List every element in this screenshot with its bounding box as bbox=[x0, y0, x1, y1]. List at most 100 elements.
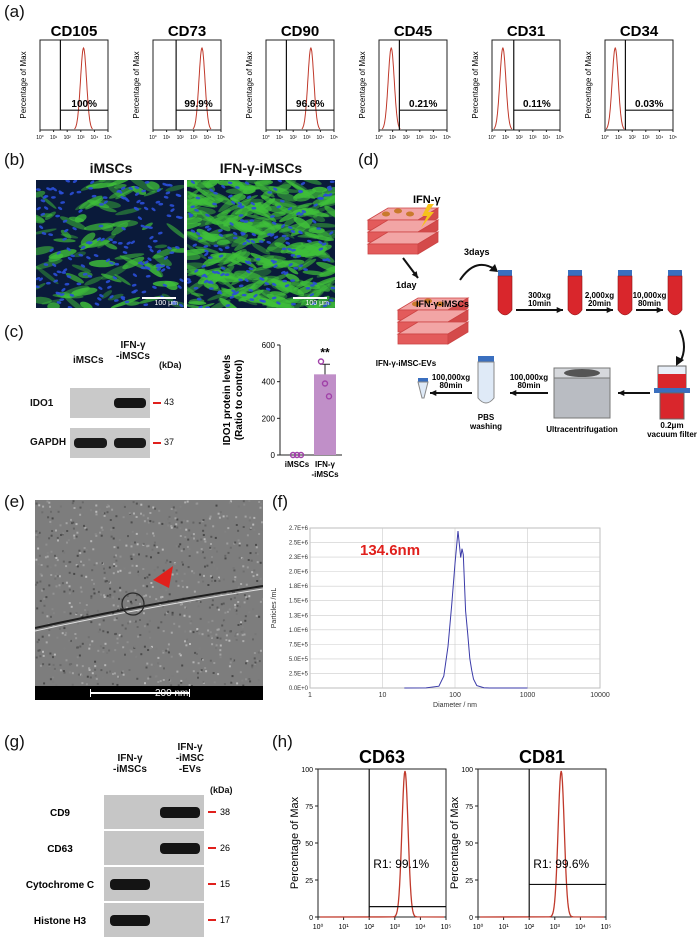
em-grain bbox=[103, 568, 105, 570]
hist-xtick-label: 10² bbox=[403, 135, 411, 140]
em-grain bbox=[88, 667, 90, 669]
nta-xtick-label: 100 bbox=[449, 692, 461, 699]
flow-title-cd81: CD81 bbox=[519, 747, 565, 767]
em-grain bbox=[181, 561, 183, 563]
marker-label-37: 37 bbox=[164, 437, 174, 447]
em-grain bbox=[143, 514, 145, 516]
em-grain bbox=[223, 603, 225, 605]
em-grain bbox=[258, 501, 260, 503]
fluor-left-texture bbox=[36, 180, 184, 308]
em-grain bbox=[192, 522, 194, 524]
em-grain bbox=[140, 653, 142, 655]
arrow-spin2-head bbox=[510, 390, 516, 396]
em-grain bbox=[245, 662, 247, 664]
pbs-label: PBS bbox=[478, 413, 495, 422]
nucleus bbox=[152, 285, 157, 289]
em-grain bbox=[52, 517, 54, 519]
tube-cap bbox=[498, 270, 512, 276]
em-grain bbox=[74, 507, 76, 509]
flow-xtick-label: 10² bbox=[364, 924, 375, 931]
em-grain bbox=[41, 511, 43, 513]
em-grain bbox=[66, 542, 68, 544]
em-grain bbox=[180, 680, 182, 682]
hist-xtick-label: 10¹ bbox=[615, 135, 623, 140]
em-grain bbox=[201, 548, 203, 550]
em-grain bbox=[146, 576, 148, 578]
em-grain bbox=[184, 573, 186, 575]
em-grain bbox=[50, 566, 52, 568]
em-grain bbox=[172, 675, 174, 677]
em-grain bbox=[140, 513, 142, 515]
em-grain bbox=[239, 557, 241, 559]
wb-g-kda-label: 38 bbox=[220, 807, 230, 817]
nucleus bbox=[266, 240, 271, 244]
nta-xtick-label: 1000 bbox=[520, 692, 536, 699]
em-grain bbox=[256, 546, 258, 548]
nta-ytick-label: 7.5E+5 bbox=[289, 642, 309, 648]
hist-pct-cd31: 0.11% bbox=[523, 99, 551, 110]
em-grain bbox=[60, 669, 62, 671]
em-grain bbox=[122, 646, 124, 648]
em-grain bbox=[41, 564, 43, 566]
em-grain bbox=[196, 503, 198, 505]
em-grain bbox=[152, 507, 154, 509]
em-grain bbox=[244, 594, 246, 596]
em-grain bbox=[50, 616, 52, 618]
em-grain bbox=[197, 540, 199, 542]
em-grain bbox=[211, 561, 213, 563]
em-grain bbox=[154, 544, 156, 546]
band-gapdh-ifn bbox=[114, 438, 146, 448]
em-grain bbox=[182, 564, 184, 566]
em-grain bbox=[81, 591, 83, 593]
step-time-0: 10min bbox=[528, 299, 551, 308]
em-grain bbox=[200, 551, 202, 553]
em-grain bbox=[143, 543, 145, 545]
hist-curve bbox=[302, 48, 320, 129]
em-grain bbox=[145, 595, 147, 597]
em-grain bbox=[102, 512, 104, 514]
em-grain bbox=[52, 677, 54, 679]
em-grain bbox=[199, 574, 201, 576]
em-grain bbox=[211, 620, 213, 622]
tube-cap bbox=[668, 270, 682, 276]
em-grain bbox=[150, 582, 152, 584]
em-grain bbox=[87, 611, 89, 613]
nucleus bbox=[60, 201, 65, 204]
em-grain bbox=[127, 641, 129, 643]
em-grain bbox=[86, 604, 88, 606]
em-grain bbox=[86, 529, 88, 531]
em-grain bbox=[204, 541, 206, 543]
em-grain bbox=[174, 563, 176, 565]
nucleus bbox=[86, 256, 91, 260]
em-grain bbox=[228, 552, 230, 554]
hist-pct-cd34: 0.03% bbox=[635, 99, 663, 110]
ultra-label: Ultracentrifugation bbox=[546, 425, 618, 434]
em-grain bbox=[51, 551, 53, 553]
hist-ylabel: Percentage of Max bbox=[132, 51, 141, 118]
em-grain bbox=[47, 552, 49, 554]
em-grain bbox=[112, 683, 114, 685]
em-grain bbox=[184, 640, 186, 642]
em-grain bbox=[198, 662, 200, 664]
em-grain bbox=[121, 635, 123, 637]
nucleus bbox=[118, 242, 123, 245]
em-grain bbox=[80, 587, 82, 589]
wb-c-row-ido1: IDO1 bbox=[30, 398, 53, 409]
em-grain bbox=[146, 545, 148, 547]
flow-xtick-label: 10³ bbox=[550, 924, 561, 931]
em-grain bbox=[227, 527, 229, 529]
nucleus bbox=[97, 297, 102, 302]
em-grain bbox=[185, 529, 187, 531]
em-grain bbox=[198, 601, 200, 603]
nta-ytick-label: 1.8E+6 bbox=[289, 584, 309, 590]
day1-label: 1day bbox=[396, 280, 417, 290]
em-grain bbox=[184, 607, 186, 609]
nta-ytick-label: 2.7E+6 bbox=[289, 526, 309, 532]
em-grain bbox=[109, 594, 111, 596]
em-grain bbox=[253, 575, 255, 577]
em-grain bbox=[184, 615, 186, 617]
em-grain bbox=[53, 664, 55, 666]
